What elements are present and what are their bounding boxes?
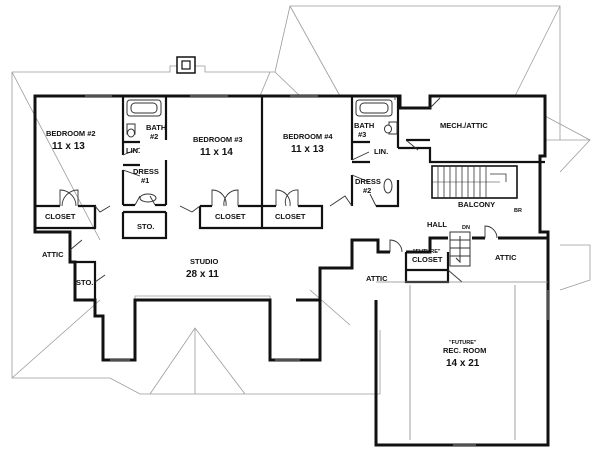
bedroom2-label: BEDROOM #2 [46, 129, 96, 138]
dress2-number: #2 [363, 186, 371, 195]
lin2-label: LIN. [374, 147, 388, 156]
rec-room-label: REC. ROOM [443, 346, 486, 355]
future-closet-name: CLOSET [412, 255, 443, 264]
bath2-label: BATH [146, 123, 166, 132]
bath2-number: #2 [150, 132, 158, 141]
bedroom3-label: BEDROOM #3 [193, 135, 243, 144]
rec-room-future-label: "FUTURE" [449, 340, 477, 346]
exterior-walls [33, 94, 550, 447]
bath3-label: BATH [354, 121, 374, 130]
studio-label: STUDIO [190, 257, 219, 266]
future-closet-label: "FUTURE" [413, 249, 441, 255]
attic-mid-label: ATTIC [366, 274, 388, 283]
bedroom4-size: 11 x 13 [291, 144, 324, 155]
dress2-label: DRESS [355, 177, 381, 186]
interior-walls [35, 96, 545, 302]
hall-stair [449, 231, 471, 267]
dress1-number: #1 [141, 176, 149, 185]
sto2-label: STO. [76, 278, 93, 287]
bath3-number: #3 [358, 130, 366, 139]
attic-left-label: ATTIC [42, 250, 64, 259]
dress1-label: DRESS [133, 167, 159, 176]
lin1-label: LIN. [126, 146, 140, 155]
mech-attic-label: MECH./ATTIC [440, 121, 488, 130]
windows [85, 95, 549, 446]
stair-br-label: BR [514, 208, 522, 214]
bedroom3-size: 11 x 14 [200, 147, 233, 158]
stair-dn-label: DN [462, 225, 470, 231]
hall-label: HALL [427, 220, 447, 229]
bedroom2-size: 11 x 13 [52, 141, 85, 152]
sto1-label: STO. [137, 222, 154, 231]
stair-treads [432, 166, 507, 198]
bedroom4-label: BEDROOM #4 [283, 132, 333, 141]
roof-outline [11, 5, 591, 395]
studio-size: 28 x 11 [186, 269, 219, 280]
balcony-label: BALCONY [458, 200, 495, 209]
doors [59, 96, 498, 283]
chimney [176, 56, 196, 74]
bath-fixtures [126, 99, 398, 203]
rec-room-interior [376, 281, 548, 440]
rec-room-size: 14 x 21 [446, 358, 480, 369]
closet3-label: CLOSET [275, 212, 306, 221]
attic-right-label: ATTIC [495, 253, 517, 262]
closet1-label: CLOSET [45, 212, 76, 221]
closet2-label: CLOSET [215, 212, 246, 221]
